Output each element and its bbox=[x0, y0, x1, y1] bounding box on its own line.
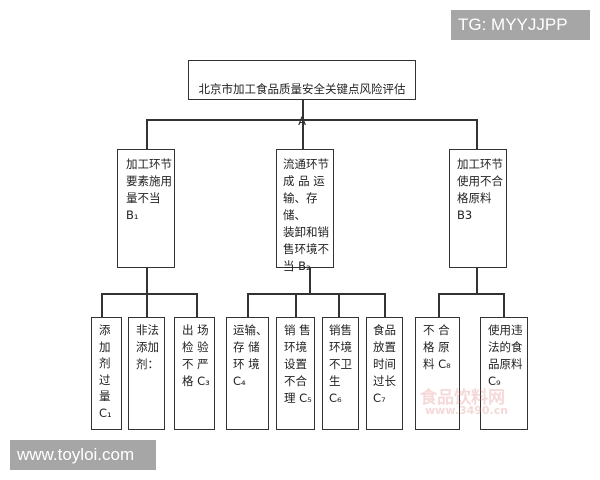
node-c6: 销售 环境 不卫 生 C₆ bbox=[322, 317, 359, 430]
node-c5: 销 售 环境 设置 不合 理 C₅ bbox=[276, 317, 315, 430]
node-c4: 运输、 存 储 环 境 C₄ bbox=[226, 317, 269, 430]
connector bbox=[196, 293, 198, 317]
connector bbox=[101, 293, 103, 317]
connector bbox=[146, 293, 148, 317]
connector bbox=[302, 119, 304, 149]
tg-banner: TG: MYYJJPP bbox=[451, 10, 590, 40]
watermark-url: www.3490.cn bbox=[425, 404, 509, 417]
website-banner: www.toyloi.com bbox=[10, 440, 156, 470]
watermark-logo: 食品饮料网 bbox=[420, 388, 505, 408]
node-b1: 加工环节 要素施用 量不当 B₁ bbox=[117, 149, 175, 268]
node-c8: 不 合 格 原 料 C₈ bbox=[415, 317, 460, 430]
node-c2: 非法 添加 剂： bbox=[128, 317, 165, 430]
connector bbox=[476, 268, 478, 294]
connector bbox=[438, 293, 440, 317]
connector bbox=[146, 119, 148, 149]
connector bbox=[247, 293, 386, 295]
connector bbox=[146, 119, 477, 121]
connector bbox=[503, 293, 505, 317]
connector bbox=[338, 293, 340, 317]
node-c9: 使用违 法的食 品原料 C₉ bbox=[480, 317, 528, 430]
node-c7: 食品 放置 时间 过长 C₇ bbox=[366, 317, 403, 430]
connector bbox=[146, 268, 148, 294]
connector bbox=[247, 293, 249, 317]
connector bbox=[295, 293, 297, 317]
connector bbox=[309, 268, 311, 294]
node-b3: 加工环节 使用不合 格原料 B3 bbox=[449, 149, 507, 268]
connector bbox=[302, 100, 304, 120]
root-title: 北京市加工食品质量安全关键点风险评估 bbox=[198, 82, 406, 96]
connector bbox=[384, 293, 386, 317]
connector bbox=[476, 119, 478, 149]
node-b2: 流通环节 成 品 运 输、存储、 装卸和销 售环境不 当 B₂ bbox=[276, 149, 334, 273]
connector bbox=[101, 293, 198, 295]
node-c1: 添 加 剂 过 量 C₁ bbox=[91, 317, 122, 430]
node-c3: 出 场 检 验 不 严 格 C₃ bbox=[174, 317, 215, 430]
connector bbox=[438, 293, 504, 295]
root-node-a: 北京市加工食品质量安全关键点风险评估 A bbox=[188, 60, 416, 128]
